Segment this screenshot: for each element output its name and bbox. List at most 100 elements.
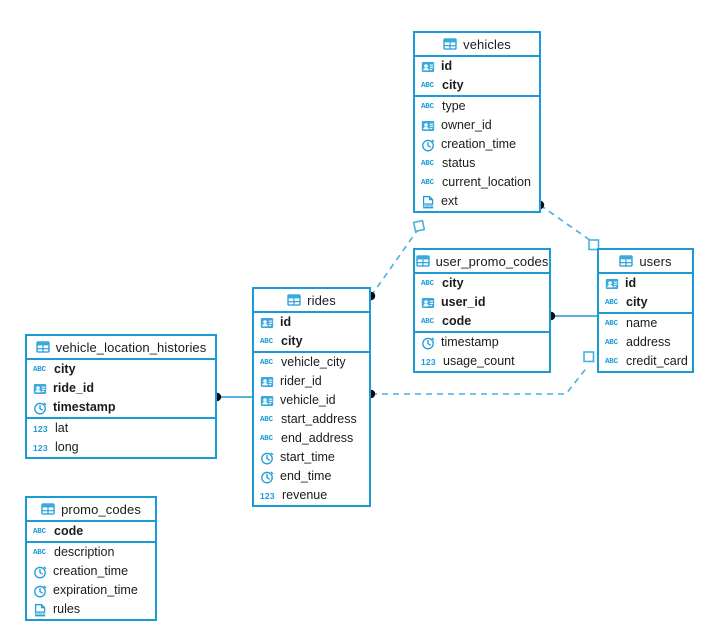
field-row[interactable]: creation_time xyxy=(415,135,539,154)
field-row[interactable]: 123 revenue xyxy=(254,486,369,505)
field-row[interactable]: ABC city xyxy=(254,332,369,351)
field-row[interactable]: 123 usage_count xyxy=(415,352,549,371)
clock-icon xyxy=(421,336,435,350)
clock-icon xyxy=(260,470,274,484)
table-header-vehicle_location_histories: vehicle_location_histories xyxy=(27,336,215,360)
field-row[interactable]: vehicle_id xyxy=(254,391,369,410)
field-label: credit_card xyxy=(626,354,688,369)
clock-icon xyxy=(421,138,435,152)
field-label: name xyxy=(626,316,658,331)
field-row[interactable]: ABC current_location xyxy=(415,173,539,192)
field-row[interactable]: ABC address xyxy=(599,333,692,352)
field-label: timestamp xyxy=(441,335,499,350)
field-row[interactable]: ABC code xyxy=(415,312,549,331)
abc-string-icon: ABC xyxy=(33,548,46,557)
field-label: city xyxy=(442,78,464,93)
field-label: id xyxy=(441,59,453,74)
field-row[interactable]: ABC name xyxy=(599,314,692,333)
field-row[interactable]: 123 long xyxy=(27,438,215,457)
field-label: ride_id xyxy=(53,381,94,396)
abc-string-icon: ABC xyxy=(421,159,434,168)
table-user_promo_codes[interactable]: user_promo_codes ABC city user_id ABC co… xyxy=(413,248,551,373)
table-grid-icon xyxy=(41,502,55,516)
table-vehicles[interactable]: vehicles id ABC city ABC type xyxy=(413,31,541,213)
table-grid-icon xyxy=(443,37,457,51)
field-label: creation_time xyxy=(53,564,129,579)
field-row[interactable]: ride_id xyxy=(27,379,215,398)
field-row[interactable]: rider_id xyxy=(254,372,369,391)
field-row[interactable]: id xyxy=(254,313,369,332)
field-label: owner_id xyxy=(441,118,492,133)
field-label: end_time xyxy=(280,469,332,484)
field-row[interactable]: user_id xyxy=(415,293,549,312)
abc-string-icon: ABC xyxy=(605,319,618,328)
field-row[interactable]: JSON ext xyxy=(415,192,539,211)
contact-card-icon xyxy=(260,375,274,389)
table-header-rides: rides xyxy=(254,289,369,313)
field-label: usage_count xyxy=(443,354,515,369)
field-row[interactable]: expiration_time xyxy=(27,581,155,600)
table-grid-icon xyxy=(35,340,50,354)
svg-text:JSON: JSON xyxy=(35,611,45,615)
field-row[interactable]: ABC vehicle_city xyxy=(254,353,369,372)
clock-icon xyxy=(260,451,274,465)
field-row[interactable]: creation_time xyxy=(27,562,155,581)
abc-string-icon: ABC xyxy=(421,102,434,111)
abc-string-icon: ABC xyxy=(605,338,618,347)
field-label: description xyxy=(54,545,115,560)
table-title: promo_codes xyxy=(61,501,141,517)
field-label: id xyxy=(280,315,292,330)
table-header-users: users xyxy=(599,250,692,274)
field-row[interactable]: ABC city xyxy=(27,360,215,379)
field-row[interactable]: ABC city xyxy=(599,293,692,312)
table-vehicle_location_histories[interactable]: vehicle_location_histories ABC city ride… xyxy=(25,334,217,459)
abc-string-icon: ABC xyxy=(260,434,273,443)
field-row[interactable]: owner_id xyxy=(415,116,539,135)
field-row[interactable]: ABC status xyxy=(415,154,539,173)
field-row[interactable]: ABC credit_card xyxy=(599,352,692,371)
table-title: vehicles xyxy=(463,36,511,52)
123-number-icon: 123 xyxy=(260,490,275,501)
field-row[interactable]: ABC type xyxy=(415,97,539,116)
field-row[interactable]: 123 lat xyxy=(27,419,215,438)
field-row[interactable]: id xyxy=(415,57,539,76)
table-title: users xyxy=(639,253,672,269)
field-row[interactable]: ABC city xyxy=(415,76,539,95)
field-row[interactable]: ABC description xyxy=(27,543,155,562)
abc-string-icon: ABC xyxy=(421,317,434,326)
abc-string-icon: ABC xyxy=(605,298,618,307)
field-row[interactable]: ABC end_address xyxy=(254,429,369,448)
json-document-icon: JSON xyxy=(421,195,435,209)
table-fields-rides: ABC vehicle_city rider_id vehicle_id ABC… xyxy=(254,353,369,505)
table-rides[interactable]: rides id ABC city ABC vehicle_city xyxy=(252,287,371,507)
field-row[interactable]: id xyxy=(599,274,692,293)
contact-card-icon xyxy=(421,119,435,133)
table-fields-vehicles: ABC type owner_id creation_time ABC stat… xyxy=(415,97,539,211)
field-label: city xyxy=(442,276,464,291)
123-number-icon: 123 xyxy=(33,423,48,434)
field-row[interactable]: ABC code xyxy=(27,522,155,541)
field-row[interactable]: start_time xyxy=(254,448,369,467)
table-users[interactable]: users id ABC city ABC name ABC address xyxy=(597,248,694,373)
field-row[interactable]: JSON rules xyxy=(27,600,155,619)
field-row[interactable]: timestamp xyxy=(415,333,549,352)
table-fields-promo_codes: ABC description creation_time expiration… xyxy=(27,543,155,619)
abc-string-icon: ABC xyxy=(605,357,618,366)
table-keys-users: id ABC city xyxy=(599,274,692,314)
field-label: status xyxy=(442,156,476,171)
field-label: lat xyxy=(55,421,69,436)
table-grid-icon xyxy=(287,293,301,307)
field-row[interactable]: ABC city xyxy=(415,274,549,293)
field-row[interactable]: timestamp xyxy=(27,398,215,417)
field-row[interactable]: ABC start_address xyxy=(254,410,369,429)
field-label: city xyxy=(626,295,648,310)
abc-string-icon: ABC xyxy=(260,337,273,346)
svg-text:JSON: JSON xyxy=(423,203,433,207)
table-title: rides xyxy=(307,292,336,308)
field-label: id xyxy=(625,276,637,291)
abc-string-icon: ABC xyxy=(421,279,434,288)
field-row[interactable]: end_time xyxy=(254,467,369,486)
table-promo_codes[interactable]: promo_codes ABC code ABC description cre… xyxy=(25,496,157,621)
field-label: timestamp xyxy=(53,400,116,415)
